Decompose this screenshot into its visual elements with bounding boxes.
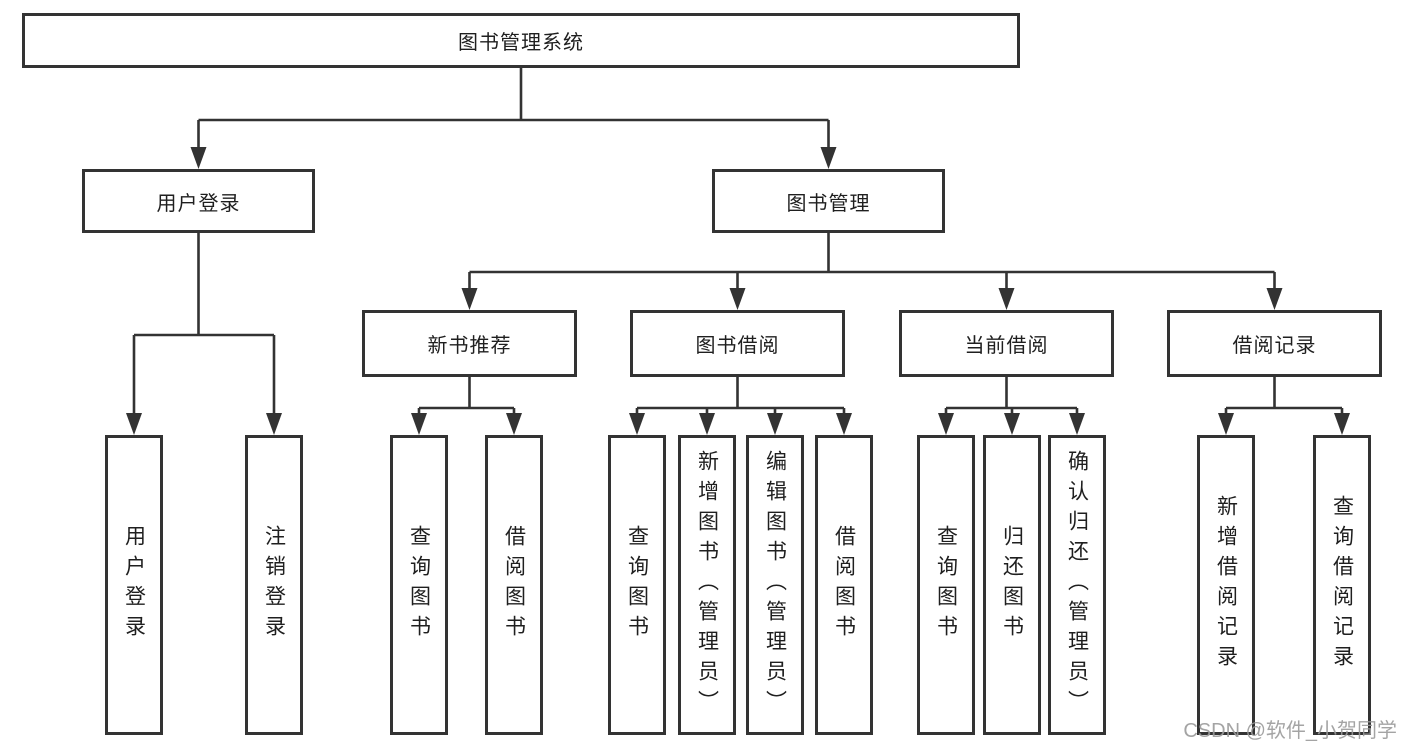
- node-user-login: 用户登录: [82, 169, 315, 233]
- leaf-add-books-admin-label: 新增图书（管理员）: [695, 450, 719, 720]
- node-root-system: 图书管理系统: [22, 13, 1020, 68]
- node-root-label: 图书管理系统: [458, 32, 584, 54]
- node-user-login-label: 用户登录: [156, 192, 241, 215]
- node-book-borrow: 图书借阅: [630, 310, 845, 377]
- leaf-query-borrow-record-label: 查询借阅记录: [1330, 495, 1354, 675]
- leaf-borrow-books-1: 借阅图书: [485, 435, 543, 735]
- node-borrow-records-label: 借阅记录: [1232, 335, 1317, 357]
- leaf-user-login: 用户登录: [105, 435, 163, 735]
- leaf-confirm-return-admin: 确认归还（管理员）: [1048, 435, 1106, 735]
- leaf-query-borrow-record: 查询借阅记录: [1313, 435, 1371, 735]
- leaf-add-borrow-record: 新增借阅记录: [1197, 435, 1255, 735]
- leaf-add-borrow-record-label: 新增借阅记录: [1214, 495, 1238, 675]
- leaf-logout-label: 注销登录: [262, 525, 286, 645]
- node-current-borrow-label: 当前借阅: [964, 335, 1049, 357]
- leaf-borrow-books-1-label: 借阅图书: [502, 525, 526, 645]
- leaf-edit-books-admin: 编辑图书（管理员）: [746, 435, 804, 735]
- leaf-query-books-2-label: 查询图书: [625, 525, 649, 645]
- leaf-edit-books-admin-label: 编辑图书（管理员）: [763, 450, 787, 720]
- leaf-query-books-3-label: 查询图书: [934, 525, 958, 645]
- leaf-borrow-books-2: 借阅图书: [815, 435, 873, 735]
- leaf-user-login-label: 用户登录: [122, 525, 146, 645]
- leaf-add-books-admin: 新增图书（管理员）: [678, 435, 736, 735]
- node-borrow-records: 借阅记录: [1167, 310, 1382, 377]
- leaf-confirm-return-admin-label: 确认归还（管理员）: [1065, 450, 1089, 720]
- leaf-query-books-2: 查询图书: [608, 435, 666, 735]
- csdn-watermark: CSDN @软件_小贺同学: [1183, 720, 1397, 742]
- leaf-query-books-1-label: 查询图书: [407, 525, 431, 645]
- leaf-return-books-label: 归还图书: [1000, 525, 1024, 645]
- leaf-query-books-1: 查询图书: [390, 435, 448, 735]
- arrowheads: [126, 147, 1350, 435]
- leaf-logout: 注销登录: [245, 435, 303, 735]
- node-current-borrow: 当前借阅: [899, 310, 1114, 377]
- node-new-book-recommend: 新书推荐: [362, 310, 577, 377]
- leaf-borrow-books-2-label: 借阅图书: [832, 525, 856, 645]
- leaf-return-books: 归还图书: [983, 435, 1041, 735]
- node-book-management: 图书管理: [712, 169, 945, 233]
- node-book-management-label: 图书管理: [786, 192, 871, 215]
- node-book-borrow-label: 图书借阅: [695, 335, 780, 357]
- leaf-query-books-3: 查询图书: [917, 435, 975, 735]
- node-new-book-recommend-label: 新书推荐: [427, 335, 512, 357]
